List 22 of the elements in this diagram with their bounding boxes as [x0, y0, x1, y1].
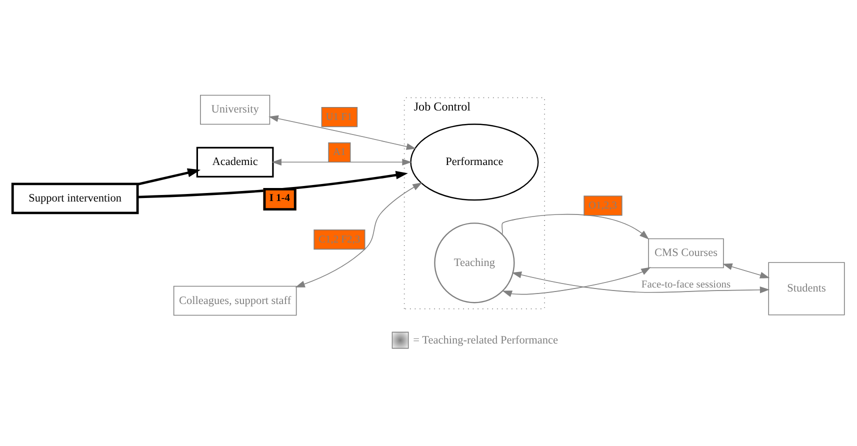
arrow	[722, 263, 770, 278]
node-box: University	[200, 94, 270, 125]
edge-label: I 1-4	[269, 193, 290, 204]
arrow	[268, 115, 416, 150]
node-box: Students	[768, 262, 845, 316]
arrow	[295, 182, 422, 288]
arrow	[272, 158, 412, 166]
edge-label: A1	[332, 147, 346, 158]
node-box: CMS Courses	[648, 238, 724, 268]
arrow	[502, 267, 651, 298]
edge-label: U1 F1	[326, 112, 352, 123]
arrow	[501, 214, 650, 240]
arrow	[137, 168, 201, 186]
edge-label: C1,2 F2,3	[318, 234, 360, 246]
edge-label: O1,2,3	[588, 200, 617, 212]
edge-label: Face-to-face sessions	[641, 279, 731, 290]
legend-label: = Teaching-related Performance	[413, 334, 558, 346]
node-box: Support intervention	[11, 182, 139, 214]
arrow	[138, 170, 408, 198]
node-box: Academic	[196, 146, 274, 178]
node-box: Colleagues, support staff	[173, 286, 297, 316]
arrow	[512, 272, 770, 294]
